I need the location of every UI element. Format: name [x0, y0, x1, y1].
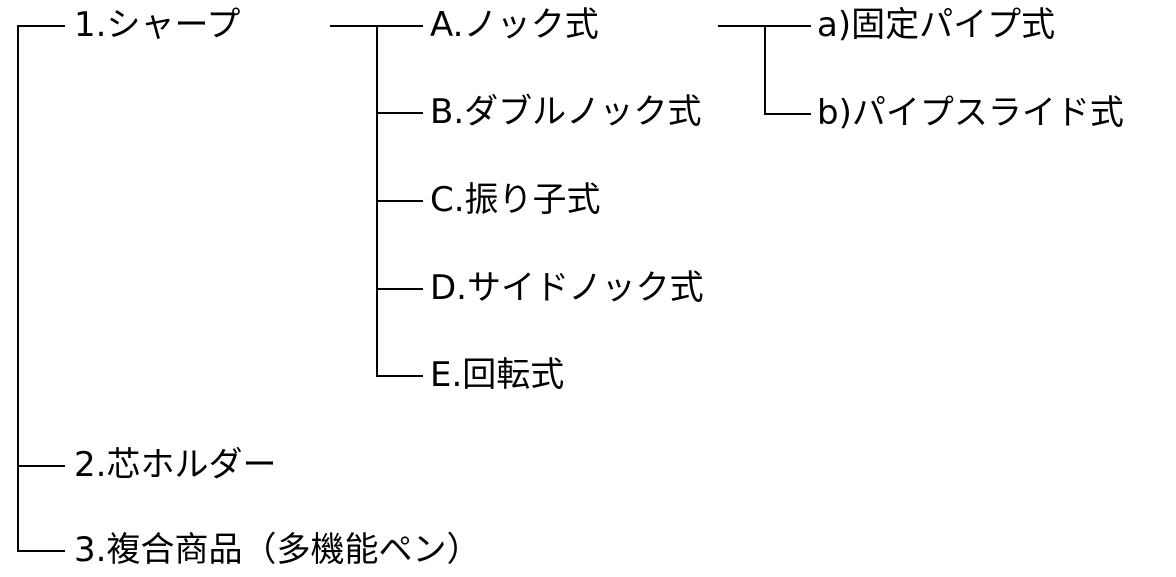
branch-trunk-line — [764, 25, 766, 115]
node-sharp: 1.シャープ — [74, 5, 241, 45]
connector-line — [376, 375, 423, 377]
connector-line — [17, 465, 65, 467]
node-double-knock: B.ダブルノック式 — [430, 92, 702, 132]
connector-line — [376, 200, 423, 202]
connector-line — [376, 112, 423, 114]
node-side-knock: D.サイドノック式 — [430, 268, 704, 308]
connector-line — [17, 550, 65, 552]
node-rotary: E.回転式 — [430, 355, 565, 395]
connector-line — [764, 113, 811, 115]
node-pipe-slide: b)パイプスライド式 — [817, 93, 1124, 133]
node-fixed-pipe: a)固定パイプ式 — [817, 5, 1056, 45]
node-pendulum: C.振り子式 — [430, 180, 601, 220]
node-multi-pen: 3.複合商品（多機能ペン） — [74, 530, 481, 570]
connector-line — [17, 25, 65, 27]
node-lead-holder: 2.芯ホルダー — [74, 445, 277, 485]
root-trunk-line — [17, 25, 19, 552]
node-knock: A.ノック式 — [430, 5, 599, 45]
connector-line — [376, 288, 423, 290]
